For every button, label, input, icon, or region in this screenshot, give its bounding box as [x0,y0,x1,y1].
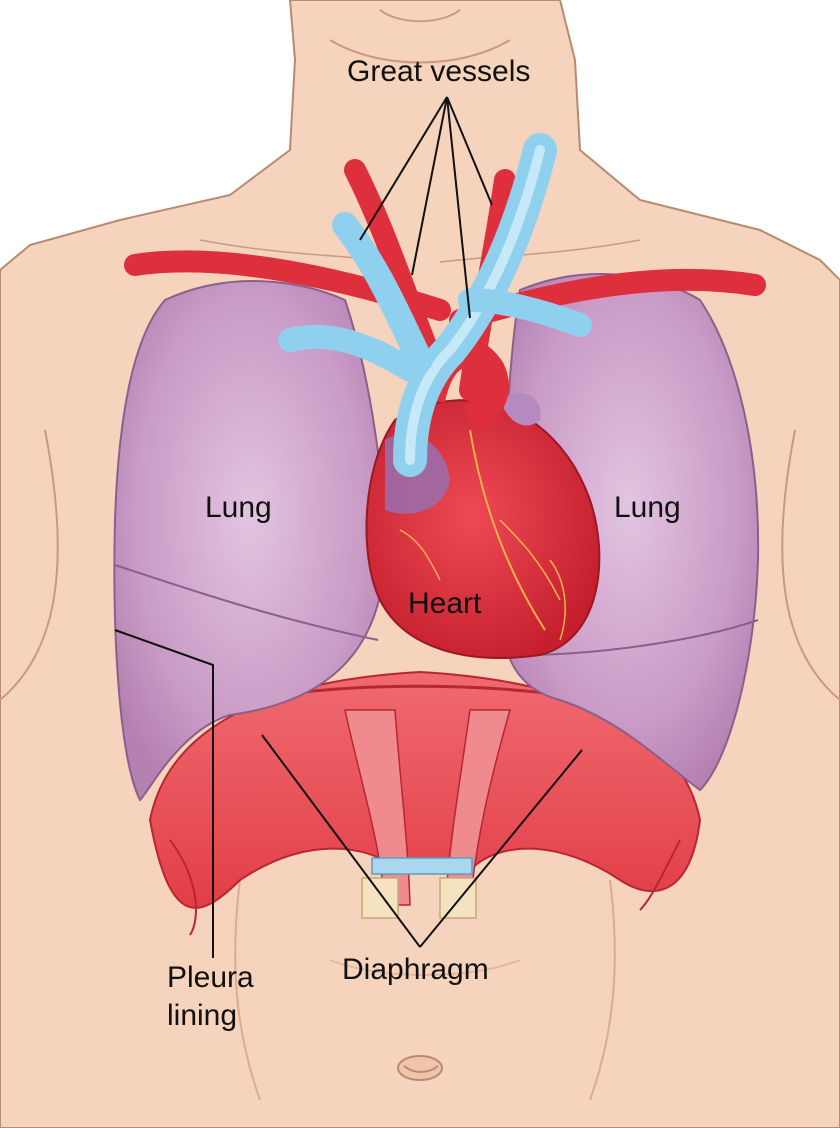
leader-lines [114,96,583,958]
heart-label: Heart [408,587,482,620]
pleura-label-line1: Pleura [167,961,254,994]
pleura-label-line2: lining [167,999,238,1032]
diaphragm [148,670,702,936]
great-vessels-label: Great vessels [347,55,531,88]
right-lung [498,272,760,792]
right-lung-label: Lung [614,491,681,524]
veins [278,133,592,477]
navel [397,1055,443,1081]
left-lung-label: Lung [205,491,272,524]
left-lung [113,280,387,802]
diaphragm-label: Diaphragm [342,953,489,986]
